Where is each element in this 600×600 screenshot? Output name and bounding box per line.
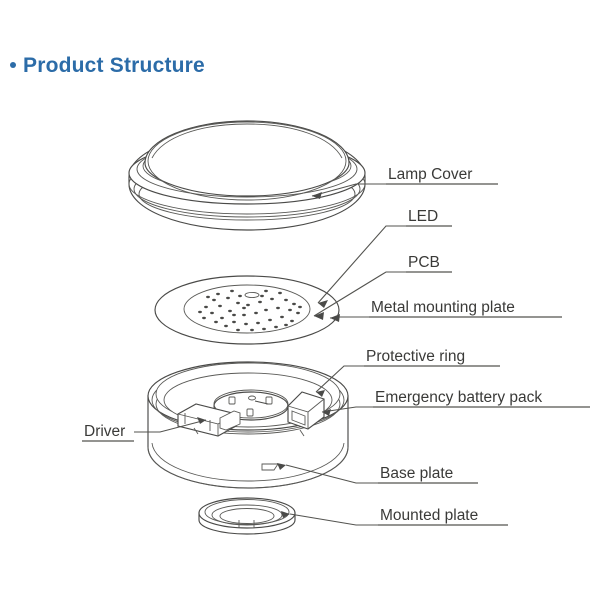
part-metal-mounting-plate [154, 275, 340, 345]
leader-driver [134, 419, 207, 433]
leader-pcb [313, 271, 406, 317]
label-emergency-battery-pack: Emergency battery pack [375, 389, 543, 406]
leader-mounted-plate [289, 513, 378, 526]
bullet-icon [10, 62, 16, 68]
leader-base-plate [285, 464, 378, 484]
label-mounted-plate: Mounted plate [380, 507, 479, 524]
leader-led [317, 225, 406, 304]
leader-lamp-cover [311, 183, 386, 197]
part-driver [177, 403, 241, 437]
label-led: LED [408, 208, 439, 225]
part-base-plate [147, 361, 349, 489]
label-underlines [82, 183, 590, 526]
leader-lines [134, 183, 406, 526]
label-protective-ring: Protective ring [366, 348, 466, 365]
label-base-plate: Base plate [380, 465, 454, 482]
page-title-text: Product Structure [23, 54, 205, 77]
part-pcb [183, 284, 311, 334]
label-pcb: PCB [408, 254, 440, 271]
part-emergency-battery-pack [287, 391, 325, 430]
leader-battery [321, 406, 373, 413]
leader-protective-ring [315, 365, 364, 393]
part-lamp-cover [128, 120, 366, 231]
label-lamp-cover: Lamp Cover [388, 166, 473, 183]
label-metal-mounting-plate: Metal mounting plate [371, 299, 515, 316]
label-driver: Driver [84, 423, 126, 440]
part-mounted-plate [198, 497, 296, 535]
part-led-array [198, 289, 302, 332]
page-title: Product Structure [10, 54, 205, 78]
